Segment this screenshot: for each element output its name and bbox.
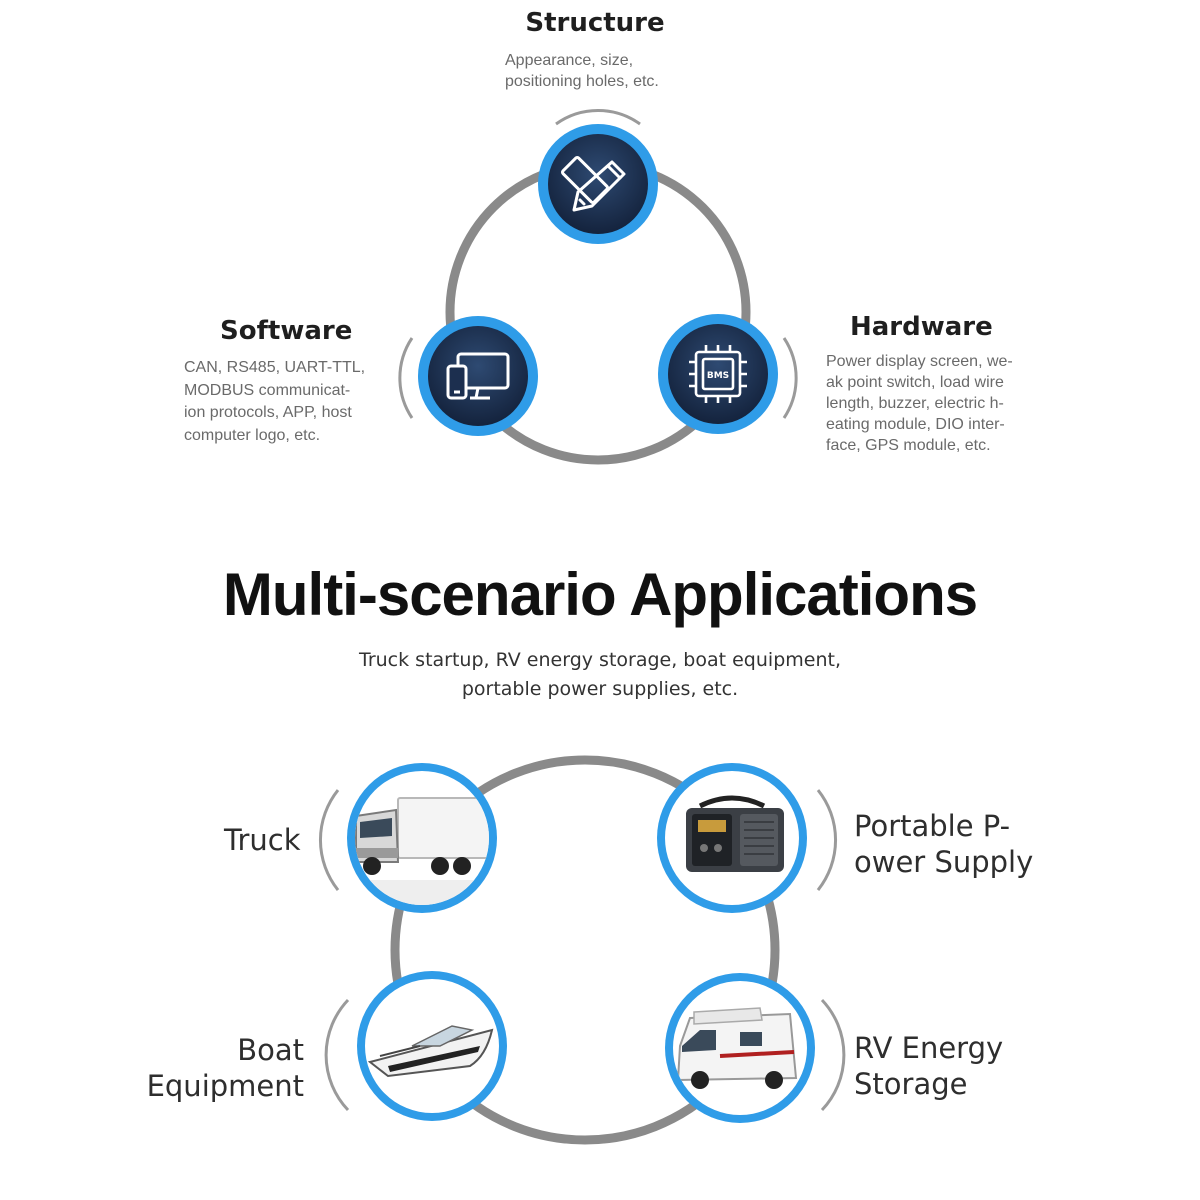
structure-desc-line: Appearance, size,: [505, 52, 634, 69]
hardware-desc-line: face, GPS module, etc.: [826, 437, 991, 454]
rv-image: [676, 1007, 798, 1089]
software-desc: CAN, RS485, UART-TTL, MODBUS communicat-…: [184, 357, 365, 447]
structure-desc-line: positioning holes, etc.: [505, 73, 659, 90]
structure-node: [538, 124, 658, 244]
boat-label-line: Boat: [237, 1033, 304, 1067]
rv-label-line: Storage: [854, 1067, 968, 1101]
rv-label: RV Energy Storage: [854, 1030, 1003, 1102]
boat-label-line: Equipment: [146, 1069, 304, 1103]
structure-title: Structure: [525, 8, 665, 38]
software-arc: [398, 337, 414, 419]
applications-subtitle: Truck startup, RV energy storage, boat e…: [0, 646, 1200, 704]
applications-title: Multi-scenario Applications: [222, 561, 978, 628]
portable-node: [657, 763, 807, 913]
applications-subtitle-line: Truck startup, RV energy storage, boat e…: [359, 649, 841, 671]
hardware-desc-line: eating module, DIO inter-: [826, 416, 1005, 433]
software-desc-line: MODBUS communicat-: [184, 381, 351, 399]
truck-image: [355, 797, 489, 905]
rv-arc: [820, 998, 846, 1112]
chip-label: BMS: [707, 371, 729, 381]
portable-label-line: ower Supply: [854, 845, 1034, 879]
rv-node: [665, 973, 815, 1123]
software-title: Software: [220, 316, 353, 346]
chip-icon: [689, 345, 747, 403]
devices-icon: [446, 352, 510, 400]
hardware-desc: Power display screen, we- ak point switc…: [826, 351, 1013, 456]
power-station-image: [686, 795, 784, 872]
software-node: [418, 316, 538, 436]
software-desc-line: CAN, RS485, UART-TTL,: [184, 359, 366, 376]
hardware-title: Hardware: [850, 312, 993, 342]
hardware-node: BMS: [658, 314, 778, 434]
hardware-arc: [782, 337, 798, 419]
hardware-desc-line: length, buzzer, electric h-: [826, 395, 1004, 412]
software-desc-line: computer logo, etc.: [184, 426, 321, 444]
structure-arc: [555, 109, 641, 126]
boat-node: [357, 971, 507, 1121]
boat-label: Boat Equipment: [140, 1032, 304, 1104]
portable-label: Portable P- ower Supply: [854, 808, 1033, 880]
structure-desc: Appearance, size, positioning holes, etc…: [505, 50, 659, 92]
truck-label-line: Truck: [224, 823, 301, 857]
hardware-desc-line: ak point switch, load wire: [826, 374, 1004, 391]
truck-arc: [319, 789, 340, 891]
boat-image: [367, 1025, 494, 1078]
rv-label-line: RV Energy: [854, 1031, 1004, 1065]
portable-label-line: Portable P-: [854, 809, 1011, 843]
applications-ring: [390, 755, 780, 1145]
boat-arc: [324, 998, 350, 1112]
pencil-ruler-icon: [560, 155, 626, 212]
software-desc-line: ion protocols, APP, host: [184, 404, 352, 421]
portable-arc: [816, 789, 837, 891]
truck-node: [347, 763, 497, 913]
hardware-desc-line: Power display screen, we-: [826, 353, 1013, 370]
applications-subtitle-line: portable power supplies, etc.: [461, 678, 739, 700]
truck-label: Truck: [224, 822, 301, 858]
